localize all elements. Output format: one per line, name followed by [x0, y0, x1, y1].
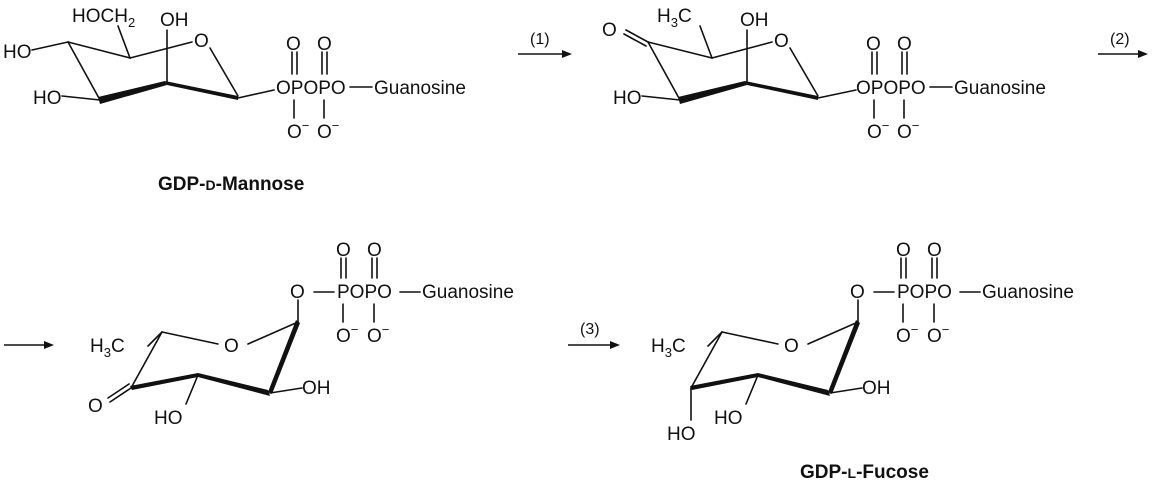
ring-oxygen: O — [784, 336, 799, 357]
phosphoryl-oxygen: O — [897, 34, 912, 55]
methyl-label: H3C — [651, 336, 686, 360]
oh-label-c2: OH — [160, 10, 189, 31]
ho-label-c3: HO — [33, 88, 62, 109]
oh-label-c2: OH — [302, 378, 331, 399]
caption-gdp-fucose: GDP-L-Fucose — [800, 462, 929, 483]
phosphate-oxyanion: O− — [867, 118, 889, 143]
reaction-arrow-1: (1) — [518, 31, 572, 58]
phosphoryl-oxygen: O — [336, 240, 351, 261]
oh-label-c2: OH — [862, 378, 891, 399]
oh-label-c2: OH — [740, 10, 769, 31]
ring-oxygen: O — [774, 31, 789, 52]
ring-oxygen: O — [194, 31, 209, 52]
keto-oxygen: O — [602, 20, 617, 41]
phosphoryl-oxygen: O — [317, 34, 332, 55]
reaction-arrow-2: (2) — [1098, 31, 1148, 58]
phosphoryl-oxygen: O — [286, 34, 301, 55]
ho-label-c3: HO — [714, 408, 743, 429]
ho-label-c4: HO — [3, 42, 32, 63]
guanosine-label: Guanosine — [954, 78, 1046, 99]
phosphoryl-oxygen: O — [367, 240, 382, 261]
step-label-3: (3) — [580, 321, 600, 338]
guanosine-label: Guanosine — [374, 78, 466, 99]
phosphate-oxyanion: O− — [317, 118, 339, 143]
molecule-keto-intermediate: O H3C OH O HO OPOPO O O O− O− Guanosine — [602, 6, 1046, 143]
molecule-gdp-mannose: HOCH2 OH O HO HO OPOPO O O O− O− Guanosi… — [3, 6, 466, 143]
diphosphate: OPOPO — [856, 78, 926, 99]
ho-label-c4: HO — [667, 424, 696, 445]
step-label-2: (2) — [1110, 31, 1130, 48]
step-label-1: (1) — [530, 31, 550, 48]
phosphate-oxyanion: O− — [896, 322, 918, 347]
diphosphate: OPOPO — [276, 78, 346, 99]
diphosphate: POPO — [337, 282, 392, 303]
phosphoryl-oxygen: O — [927, 240, 942, 261]
reaction-arrow-3: (3) — [568, 321, 620, 349]
diphosphate: POPO — [897, 282, 952, 303]
guanosine-label: Guanosine — [982, 282, 1074, 303]
phosphoryl-oxygen: O — [896, 240, 911, 261]
ho-label-c3: HO — [154, 408, 183, 429]
phosphate-oxyanion: O− — [336, 322, 358, 347]
caption-gdp-mannose: GDP-D-Mannose — [158, 174, 304, 195]
methyl-label: H3C — [657, 6, 692, 30]
phosphate-oxyanion: O− — [897, 118, 919, 143]
glycosidic-oxygen: O — [850, 282, 865, 303]
ring-oxygen: O — [224, 336, 239, 357]
guanosine-label: Guanosine — [422, 282, 514, 303]
phosphate-oxyanion: O− — [287, 118, 309, 143]
molecule-gdp-fucose: H3C O HO HO OH O POPO O O O− O− Guanosin… — [651, 240, 1074, 445]
keto-oxygen: O — [88, 396, 103, 417]
methyl-label: H3C — [90, 336, 125, 360]
phosphoryl-oxygen: O — [866, 34, 881, 55]
hoch2-label: HOCH2 — [72, 6, 135, 30]
phosphate-oxyanion: O− — [927, 322, 949, 347]
phosphate-oxyanion: O− — [367, 322, 389, 347]
ho-label-c3: HO — [613, 88, 642, 109]
molecule-keto-fucose-intermediate: H3C O O HO OH O POPO O O O− O− Guanosine — [88, 240, 514, 429]
reaction-arrow-2-continued — [4, 341, 54, 349]
glycosidic-oxygen: O — [290, 282, 305, 303]
